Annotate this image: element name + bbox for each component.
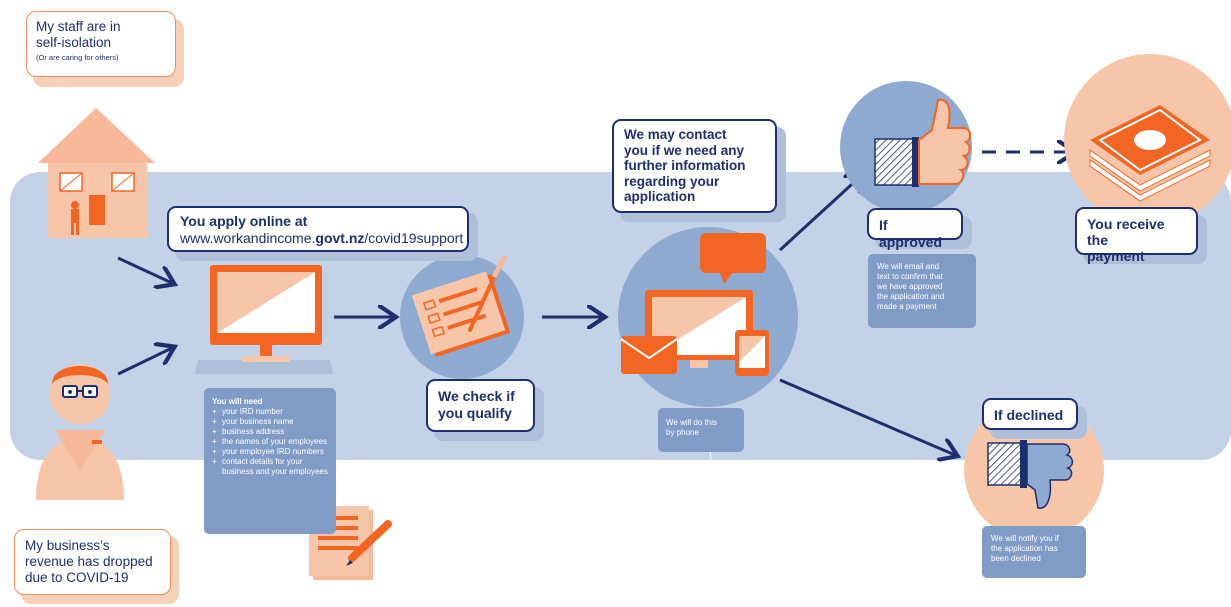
need-item: your IRD number	[212, 407, 330, 417]
phone-line-1: We will do this	[666, 418, 717, 427]
contact-line-5: application	[624, 189, 696, 204]
url-prefix: www.workandincome.	[180, 230, 316, 246]
if-approved-box: If approved	[867, 208, 963, 250]
revenue-line-2: revenue has dropped	[25, 554, 153, 569]
we-check-box: We check if you qualify	[426, 379, 535, 432]
envelope-icon	[620, 336, 678, 374]
revenue-dropped-box: My business’s revenue has dropped due to…	[14, 529, 171, 595]
phone-line-2: by phone	[666, 428, 699, 437]
declined-note-line-2: the application has	[991, 544, 1058, 553]
url-path: /covid19support	[364, 230, 464, 246]
contact-line-1: We may contact	[624, 127, 727, 142]
house-icon	[38, 108, 155, 238]
approved-note-line-3: we have approved	[877, 282, 943, 291]
arrow-owner-to-apply	[117, 348, 172, 376]
approved-note-line-1: We will email and	[877, 262, 940, 271]
payment-line-1: You receive the	[1087, 216, 1165, 248]
declined-label: If declined	[994, 407, 1064, 423]
arrow-house-to-apply	[117, 256, 172, 283]
contact-line-3: further information	[624, 158, 746, 173]
need-item: contact details for your business and yo…	[212, 457, 330, 477]
approved-note-line-4: the application and	[877, 292, 945, 301]
payment-line-2: payment	[1087, 248, 1145, 264]
staff-self-isolation-box: My staff are in self-isolation (Or are c…	[26, 11, 176, 77]
receive-payment-box: You receive the payment	[1075, 207, 1198, 264]
approved-note: We will email and text to confirm that w…	[868, 254, 976, 328]
apply-url[interactable]: www.workandincome.govt.nz/covid19support	[180, 230, 463, 247]
declined-note: We will notify you if the application ha…	[982, 526, 1086, 578]
thumbs-up-icon	[874, 98, 972, 187]
money-stack-icon	[1089, 105, 1211, 202]
staff-subtext: (Or are caring for others)	[36, 53, 119, 62]
url-domain: govt.nz	[315, 230, 365, 246]
need-item: the names of your employees	[212, 437, 330, 447]
business-owner-icon	[36, 364, 124, 500]
need-list: your IRD number your business name busin…	[212, 407, 330, 477]
apply-heading: You apply online at	[180, 213, 308, 229]
need-title: You will need	[212, 397, 263, 406]
arrow-to-declined	[779, 378, 955, 455]
need-item: business address	[212, 427, 330, 437]
approved-note-line-2: text to confirm that	[877, 272, 943, 281]
staff-line-2: self-isolation	[36, 35, 112, 50]
approved-label: If approved	[879, 217, 943, 250]
computer-monitor-icon	[195, 265, 333, 374]
you-will-need-note: You will need your IRD number your busin…	[204, 388, 336, 534]
thumbs-down-icon	[987, 440, 1074, 509]
staff-line-1: My staff are in	[36, 19, 121, 34]
need-item: your business name	[212, 417, 330, 427]
check-line-2: you qualify	[438, 405, 512, 421]
if-declined-box: If declined	[982, 398, 1078, 430]
by-phone-note: We will do this by phone	[658, 408, 744, 452]
apply-online-box: You apply online at www.workandincome.go…	[167, 206, 469, 252]
declined-note-line-1: We will notify you if	[991, 534, 1059, 543]
need-item: your employee IRD numbers	[212, 447, 330, 457]
contact-line-4: regarding your	[624, 173, 720, 189]
declined-note-line-3: been declined	[991, 554, 1041, 563]
revenue-line-1: My business’s	[25, 538, 110, 553]
contact-line-2: you if we need any	[624, 142, 745, 158]
revenue-line-3: due to COVID-19	[25, 570, 129, 585]
check-line-1: We check if	[438, 388, 515, 404]
approved-note-line-5: made a payment	[877, 302, 937, 311]
arrow-to-approved	[778, 175, 862, 252]
may-contact-box: We may contact you if we need any furthe…	[612, 119, 777, 213]
